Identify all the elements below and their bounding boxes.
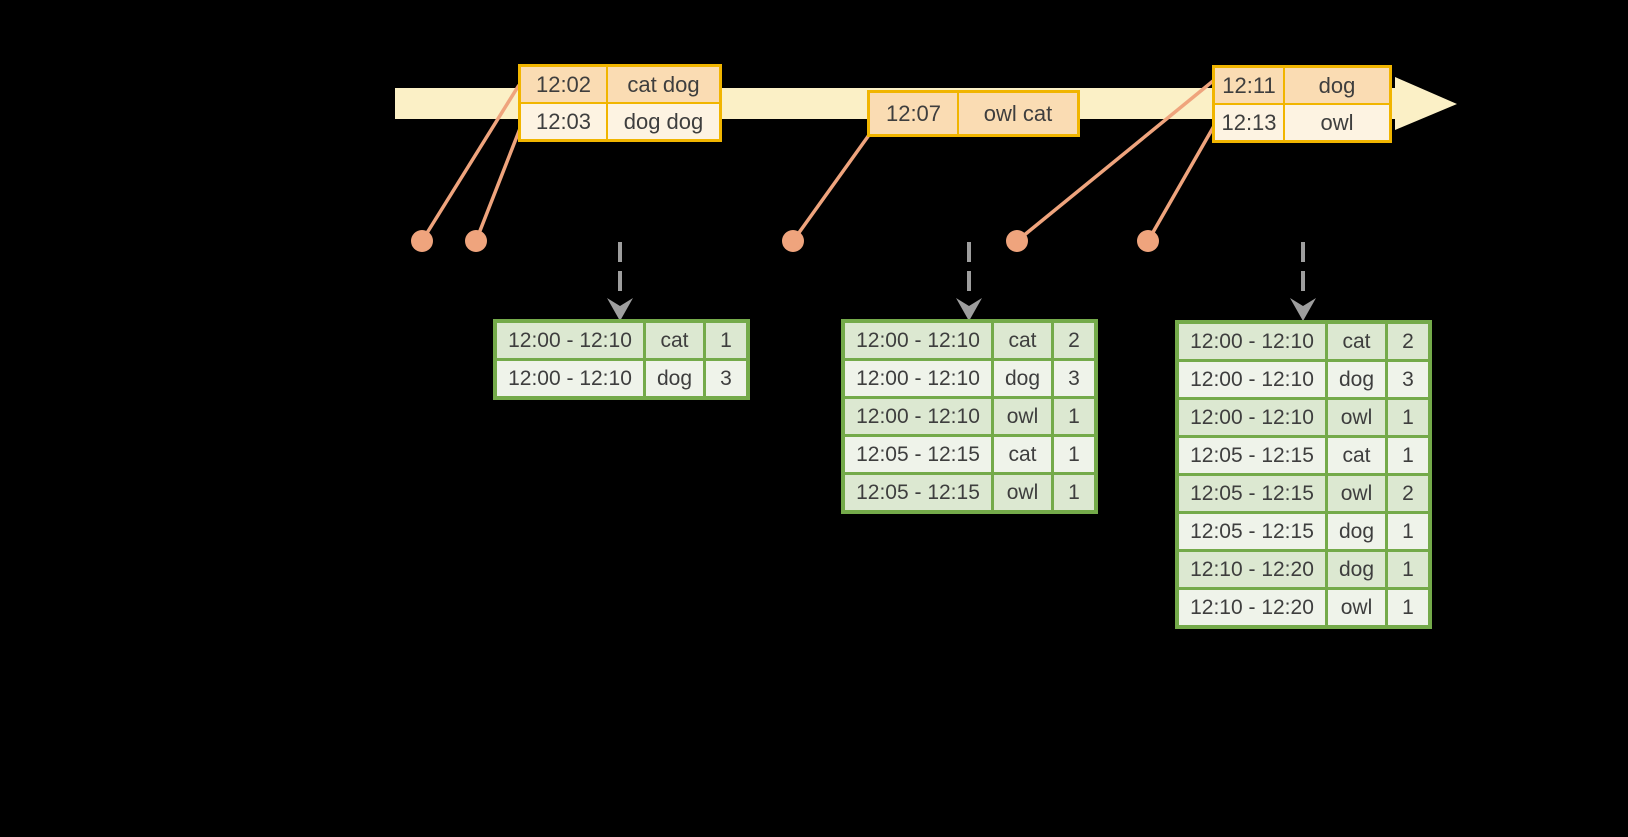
timeline-arrowhead-icon (1395, 77, 1457, 130)
count-cell: 1 (706, 323, 746, 358)
window-cell: 12:05 - 12:15 (1179, 476, 1325, 511)
event-words-cell: dog (1285, 68, 1389, 103)
window-cell: 12:00 - 12:10 (497, 323, 643, 358)
word-cell: cat (1328, 438, 1385, 473)
count-cell: 1 (1054, 475, 1094, 510)
result-table-row: 12:05 - 12:15 dog 1 (1179, 514, 1428, 549)
result-table-row: 12:10 - 12:20 dog 1 (1179, 552, 1428, 587)
window-cell: 12:00 - 12:10 (845, 399, 991, 434)
result-table-row: 12:00 - 12:10 owl 1 (845, 399, 1094, 434)
result-table-row: 12:00 - 12:10 owl 1 (1179, 400, 1428, 435)
word-cell: cat (1328, 324, 1385, 359)
word-cell: dog (994, 361, 1051, 396)
event-time-dots (411, 230, 1159, 252)
event-words-cell: cat dog (608, 67, 719, 102)
word-cell: owl (994, 399, 1051, 434)
count-cell: 1 (1388, 590, 1428, 625)
result-table-row: 12:00 - 12:10 dog 3 (497, 361, 746, 396)
event-connector-line (791, 133, 871, 243)
event-connector-line (1146, 125, 1216, 242)
window-cell: 12:05 - 12:15 (1179, 438, 1325, 473)
event-time-dot (1137, 230, 1159, 252)
result-table-row: 12:10 - 12:20 owl 1 (1179, 590, 1428, 625)
window-cell: 12:00 - 12:10 (1179, 400, 1325, 435)
count-cell: 2 (1388, 476, 1428, 511)
event-connector-line (1015, 79, 1215, 243)
result-table-row: 12:05 - 12:15 cat 1 (1179, 438, 1428, 473)
window-cell: 12:00 - 12:10 (497, 361, 643, 396)
event-row: 12:13 owl (1215, 105, 1389, 140)
result-table-row: 12:00 - 12:10 cat 2 (845, 323, 1094, 358)
result-table-row: 12:05 - 12:15 cat 1 (845, 437, 1094, 472)
event-time-dot (465, 230, 487, 252)
event-time-cell: 12:13 (1215, 105, 1283, 140)
window-cell: 12:05 - 12:15 (845, 437, 991, 472)
event-row: 12:11 dog (1215, 68, 1389, 103)
count-cell: 2 (1388, 324, 1428, 359)
count-cell: 3 (1388, 362, 1428, 397)
word-cell: dog (1328, 552, 1385, 587)
event-words-cell: owl (1285, 105, 1389, 140)
window-cell: 12:00 - 12:10 (845, 361, 991, 396)
result-table-row: 12:05 - 12:15 owl 2 (1179, 476, 1428, 511)
event-words-cell: dog dog (608, 104, 719, 139)
event-time-dot (411, 230, 433, 252)
word-cell: dog (1328, 514, 1385, 549)
event-row: 12:07 owl cat (870, 93, 1077, 134)
count-cell: 1 (1054, 399, 1094, 434)
count-cell: 2 (1054, 323, 1094, 358)
count-cell: 1 (1388, 552, 1428, 587)
event-row: 12:03 dog dog (521, 104, 719, 139)
word-cell: owl (994, 475, 1051, 510)
window-cell: 12:00 - 12:10 (1179, 324, 1325, 359)
event-time-dot (1006, 230, 1028, 252)
word-cell: dog (646, 361, 703, 396)
window-cell: 12:10 - 12:20 (1179, 590, 1325, 625)
window-cell: 12:00 - 12:10 (845, 323, 991, 358)
word-cell: dog (1328, 362, 1385, 397)
window-cell: 12:05 - 12:15 (1179, 514, 1325, 549)
event-table-2: 12:07 owl cat (867, 90, 1080, 137)
event-time-cell: 12:07 (870, 93, 957, 134)
result-table-row: 12:00 - 12:10 cat 2 (1179, 324, 1428, 359)
count-cell: 1 (1388, 400, 1428, 435)
count-cell: 3 (1054, 361, 1094, 396)
trigger-arrow-icon (1290, 242, 1316, 321)
event-table-3: 12:11 dog 12:13 owl (1212, 65, 1392, 143)
event-row: 12:02 cat dog (521, 67, 719, 102)
event-time-dot (782, 230, 804, 252)
event-time-cell: 12:11 (1215, 68, 1283, 103)
event-table-1: 12:02 cat dog 12:03 dog dog (518, 64, 722, 142)
word-cell: cat (994, 437, 1051, 472)
result-table-row: 12:00 - 12:10 dog 3 (1179, 362, 1428, 397)
count-cell: 1 (1388, 514, 1428, 549)
count-cell: 3 (706, 361, 746, 396)
result-table-1: 12:00 - 12:10 cat 1 12:00 - 12:10 dog 3 (493, 319, 750, 400)
result-table-row: 12:00 - 12:10 cat 1 (497, 323, 746, 358)
event-connector-lines (420, 79, 1216, 243)
count-cell: 1 (1054, 437, 1094, 472)
event-connector-line (420, 84, 521, 242)
trigger-arrows (607, 242, 1316, 321)
window-cell: 12:05 - 12:15 (845, 475, 991, 510)
word-cell: owl (1328, 590, 1385, 625)
result-table-3: 12:00 - 12:10 cat 2 12:00 - 12:10 dog 3 … (1175, 320, 1432, 629)
trigger-arrow-icon (956, 242, 982, 321)
word-cell: cat (646, 323, 703, 358)
count-cell: 1 (1388, 438, 1428, 473)
result-table-row: 12:00 - 12:10 dog 3 (845, 361, 1094, 396)
event-time-cell: 12:03 (521, 104, 606, 139)
word-cell: owl (1328, 476, 1385, 511)
event-time-cell: 12:02 (521, 67, 606, 102)
window-cell: 12:10 - 12:20 (1179, 552, 1325, 587)
window-cell: 12:00 - 12:10 (1179, 362, 1325, 397)
word-cell: cat (994, 323, 1051, 358)
event-words-cell: owl cat (959, 93, 1077, 134)
trigger-arrow-icon (607, 242, 633, 321)
result-table-2: 12:00 - 12:10 cat 2 12:00 - 12:10 dog 3 … (841, 319, 1098, 514)
word-cell: owl (1328, 400, 1385, 435)
event-connector-line (474, 125, 523, 242)
result-table-row: 12:05 - 12:15 owl 1 (845, 475, 1094, 510)
